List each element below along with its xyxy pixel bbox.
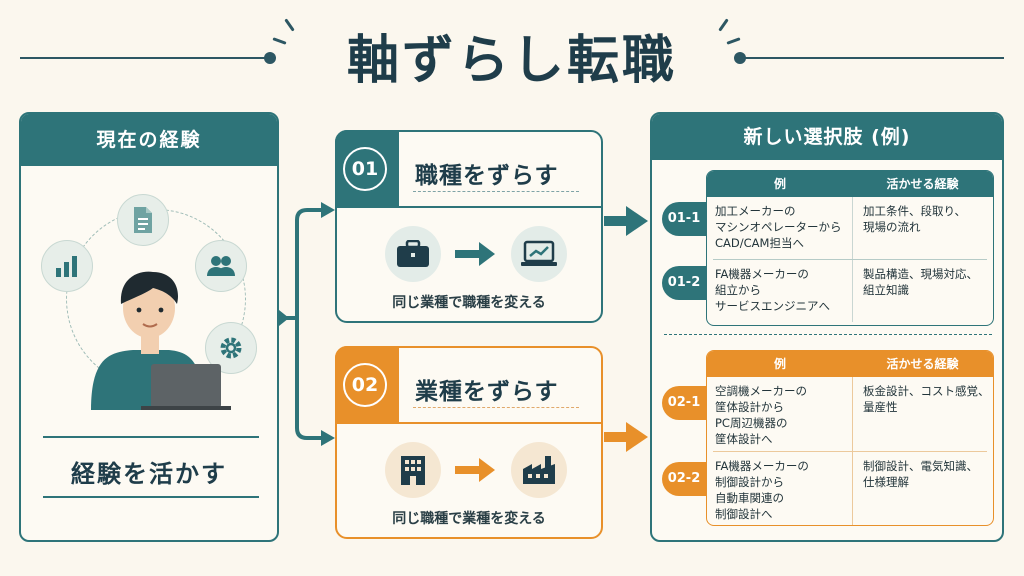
column-header-example: 例 — [773, 357, 786, 371]
table-row: 加工メーカーの マシンオペレーターから CAD/CAM担当へ 加工条件、段取り、… — [707, 197, 993, 259]
option-number: 01 — [343, 147, 387, 191]
leverage-experience-label: 経験を活かす — [71, 460, 227, 488]
title-underline — [413, 407, 579, 408]
new-options-header: 新しい選択肢 (例) — [652, 114, 1002, 160]
title-dot-left — [264, 52, 276, 64]
document-icon — [117, 194, 169, 246]
experience-cell: 製品構造、現場対応、 組立知識 — [863, 267, 978, 297]
column-header-experience: 活かせる経験 — [886, 357, 959, 371]
column-header-example: 例 — [773, 177, 786, 191]
table-row: FA機器メーカーの 組立から サービスエンジニアへ 製品構造、現場対応、 組立知… — [707, 260, 993, 322]
row-id-badge: 02-2 — [662, 462, 706, 496]
title-rule-left — [20, 57, 270, 59]
page-title: 軸ずらし転職 — [346, 30, 677, 91]
example-cell: FA機器メーカーの 組立から サービスエンジニアへ — [707, 260, 853, 322]
table-row: FA機器メーカーの 制御設計から 自動車関連の 制御設計へ 制御設計、電気知識、… — [707, 452, 993, 525]
header-divider — [335, 422, 603, 424]
row-divider — [713, 451, 987, 452]
option-title: 職種をずらす — [415, 163, 559, 189]
arrow-right-icon — [455, 458, 495, 482]
table-row: 空調機メーカーの 筐体設計から PC周辺機器の 筐体設計へ 板金設計、コスト感覚… — [707, 377, 993, 451]
laptop-chart-icon — [511, 226, 567, 282]
option-description: 同じ業種で職種を変える — [392, 295, 546, 311]
row-id-badge: 01-1 — [662, 202, 706, 236]
header-divider — [335, 206, 603, 208]
number-tab: 01 — [335, 130, 399, 208]
experience-cell: 制御設計、電気知識、 仕様理解 — [863, 459, 978, 489]
examples-table-job-type: 例 活かせる経験 加工メーカーの マシンオペレーターから CAD/CAM担当へ … — [706, 170, 994, 326]
sparkle-icon — [726, 37, 741, 45]
column-header-experience: 活かせる経験 — [886, 177, 959, 191]
option-card-change-job-type: 01 職種をずらす 同じ業種で職種を変える — [335, 130, 603, 323]
flow-arrow-orange — [604, 422, 648, 452]
title-dot-right — [734, 52, 746, 64]
table-header: 例 活かせる経験 — [707, 171, 993, 197]
bar-chart-icon — [41, 240, 93, 292]
row-id-badge: 01-2 — [662, 266, 706, 300]
current-experience-header: 現在の経験 — [21, 114, 277, 166]
person-with-laptop-illustration — [91, 271, 231, 410]
number-tab: 02 — [335, 346, 399, 424]
current-experience-panel: 現在の経験 経験を活かす — [19, 112, 279, 542]
row-id-badge: 02-1 — [662, 386, 706, 420]
factory-icon — [511, 442, 567, 498]
option-description: 同じ職種で業種を変える — [392, 511, 546, 527]
team-icon — [195, 240, 247, 292]
section-divider — [664, 334, 992, 335]
footer-rule-top — [43, 436, 259, 438]
option-number: 02 — [343, 363, 387, 407]
row-divider — [713, 259, 987, 260]
gear-icon — [205, 322, 257, 374]
footer-rule-bottom — [43, 496, 259, 498]
table-header: 例 活かせる経験 — [707, 351, 993, 377]
building-icon — [385, 442, 441, 498]
experience-cell: 板金設計、コスト感覚、 量産性 — [863, 384, 990, 414]
example-cell: 加工メーカーの マシンオペレーターから CAD/CAM担当へ — [707, 197, 853, 259]
flow-arrow-teal — [604, 206, 648, 236]
example-cell: FA機器メーカーの 制御設計から 自動車関連の 制御設計へ — [707, 452, 853, 525]
option-title: 業種をずらす — [415, 379, 559, 405]
experience-cell: 加工条件、段取り、 現場の流れ — [863, 204, 967, 234]
example-cell: 空調機メーカーの 筐体設計から PC周辺機器の 筐体設計へ — [707, 377, 853, 451]
arrow-right-icon — [455, 242, 495, 266]
sparkle-icon — [284, 18, 295, 32]
title-rule-right — [740, 57, 1004, 59]
briefcase-icon — [385, 226, 441, 282]
new-options-panel: 新しい選択肢 (例) 例 活かせる経験 加工メーカーの マシンオペレーターから … — [650, 112, 1004, 542]
title-underline — [413, 191, 579, 192]
option-card-change-industry: 02 業種をずらす 同じ職種で業種を変える — [335, 346, 603, 539]
sparkle-icon — [272, 37, 287, 45]
examples-table-industry: 例 活かせる経験 空調機メーカーの 筐体設計から PC周辺機器の 筐体設計へ 板… — [706, 350, 994, 526]
flow-connector-left — [279, 202, 335, 446]
